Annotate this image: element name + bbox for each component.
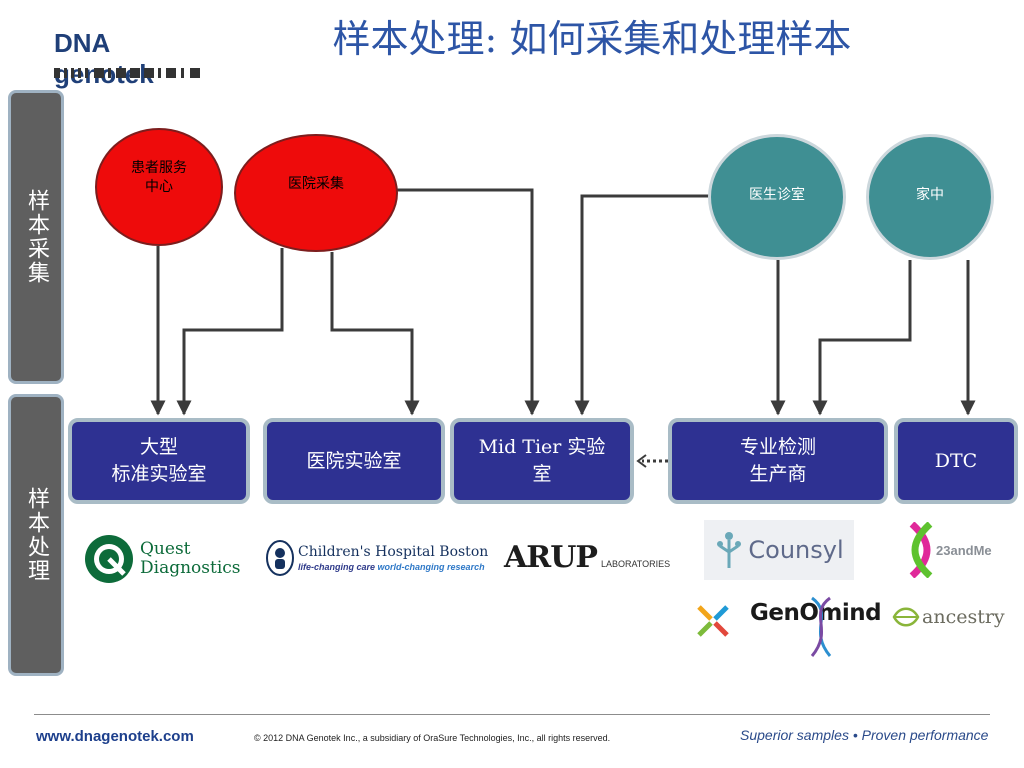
node-patient-service-center-line1: 患者服务 xyxy=(131,160,187,176)
node-large-reference-lab-line2: 标准实验室 xyxy=(111,463,207,485)
quest-logo-line2: Diagnostics xyxy=(140,558,241,578)
node-hospital-collection: 医院采集 xyxy=(234,134,398,252)
node-specialty-test-maker-line1: 专业检测 xyxy=(739,436,816,458)
node-patient-service-center-line2: 中心 xyxy=(145,179,173,195)
counsyl-wordmark: Counsyl xyxy=(748,536,844,564)
23andme-logo: 23andMe xyxy=(908,522,992,578)
node-hospital-lab-label: 医院实验室 xyxy=(306,449,402,472)
ancestry-leaf-icon xyxy=(892,607,920,627)
page-title: 样本处理: 如何采集和处理样本 xyxy=(332,17,852,61)
arup-subtext: LABORATORIES xyxy=(600,558,671,569)
genomind-helix-icon xyxy=(810,596,832,657)
quest-logo-line1: Quest xyxy=(140,539,191,559)
node-midtier-lab-label: Mid Tier 实验室 xyxy=(478,436,606,485)
ancestry-logo: ancestry xyxy=(892,604,1005,630)
connector-home-to-specialty xyxy=(812,260,912,416)
counsyl-logo: Counsyl xyxy=(704,520,854,580)
23andme-helix-icon xyxy=(909,522,933,578)
node-dtc-label: DTC xyxy=(934,449,978,472)
side-label-collection-text: 样本采集 xyxy=(24,189,49,285)
footer-tagline: Superior samples • Proven performance xyxy=(740,727,989,743)
node-specialty-test-maker: 专业检测 生产商 xyxy=(668,418,888,504)
counsyl-tree-icon xyxy=(717,532,742,568)
side-label-collection: 样本采集 xyxy=(8,90,64,384)
arup-laboratories-logo: ARUP LABORATORIES xyxy=(504,540,670,575)
connector-hospital-to-hospital-lab xyxy=(330,252,420,416)
childrens-hospital-boston-logo: Children's Hospital Boston life-changing… xyxy=(266,540,488,576)
node-home: 家中 xyxy=(866,134,994,260)
node-midtier-lab: Mid Tier 实验室 xyxy=(450,418,634,504)
colorful-x-icon xyxy=(697,605,729,637)
node-doctor-office: 医生诊室 xyxy=(708,134,846,260)
connector-specialty-to-midtier-dotted xyxy=(636,454,668,468)
footer-website-link[interactable]: www.dnagenotek.com xyxy=(36,728,194,745)
dna-genotek-logo: DNA genotek xyxy=(54,28,214,90)
node-large-reference-lab: 大型 标准实验室 xyxy=(68,418,250,504)
node-large-reference-lab-line1: 大型 xyxy=(139,436,178,458)
childrens-hospital-tag-a: life-changing care xyxy=(298,562,376,572)
node-hospital-lab: 医院实验室 xyxy=(263,418,445,504)
side-label-processing-text: 样本处理 xyxy=(24,487,49,583)
connector-hospital-to-midtier-lab xyxy=(396,188,540,416)
23andme-wordmark: 23andMe xyxy=(936,542,992,558)
quest-diagnostics-logo: Quest Diagnostics xyxy=(84,534,241,584)
childrens-hospital-tag-b: world-changing research xyxy=(377,562,485,572)
side-label-processing: 样本处理 xyxy=(8,394,64,676)
node-dtc: DTC xyxy=(894,418,1018,504)
childrens-hospital-name: Children's Hospital Boston xyxy=(298,544,489,560)
footer-copyright: © 2012 DNA Genotek Inc., a subsidiary of… xyxy=(254,733,611,743)
node-home-label: 家中 xyxy=(916,186,944,203)
ancestry-wordmark: ancestry xyxy=(922,606,1005,628)
node-patient-service-center: 患者服务 中心 xyxy=(95,128,223,246)
quest-emblem-icon xyxy=(85,535,133,583)
genomind-wordmark: GenOmind xyxy=(750,600,882,626)
connector-hospital-to-large-lab xyxy=(176,248,284,416)
genomind-logo: GenOmind xyxy=(750,596,882,657)
brand-barcode-icon xyxy=(54,68,200,78)
node-doctor-office-label: 医生诊室 xyxy=(749,186,805,203)
arup-wordmark: ARUP xyxy=(504,540,598,575)
node-hospital-collection-label: 医院采集 xyxy=(288,175,344,192)
childrens-hospital-emblem-icon xyxy=(266,540,294,576)
node-specialty-test-maker-line2: 生产商 xyxy=(749,463,807,485)
connector-doctor-office-to-midtier-lab xyxy=(574,194,710,416)
footer-divider xyxy=(34,714,990,715)
